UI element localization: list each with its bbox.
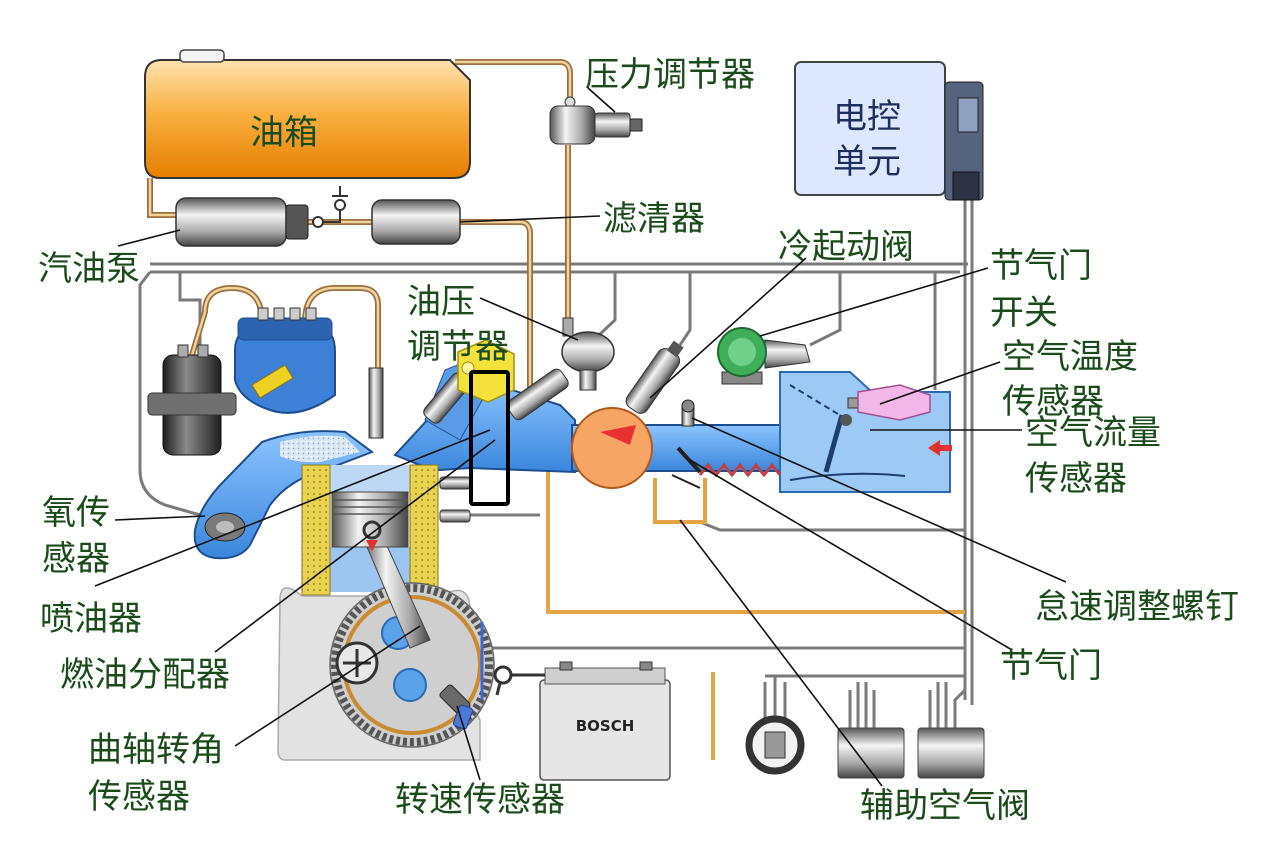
coolant-lines <box>546 425 965 760</box>
oxygen-sensor <box>204 512 246 542</box>
label-oxygen-sensor-line2: 感器 <box>42 539 110 579</box>
fuel-pump <box>175 186 348 247</box>
label-air-temp-sensor-line2: 传感器 <box>1002 382 1104 422</box>
piston <box>331 491 431 649</box>
label-air-flow-sensor-line1: 空气流量 <box>1025 413 1161 453</box>
label-speed-sensor: 转速传感器 <box>395 780 565 820</box>
label-oil-pressure-regulator-line2: 调节器 <box>407 327 509 367</box>
cold-start-valve <box>625 340 684 414</box>
leader-cold-start-valve <box>649 257 807 399</box>
head-sensors <box>439 476 471 523</box>
ignition-coil <box>147 344 237 456</box>
air-inlet-arrow-icon <box>928 440 952 456</box>
battery: BOSCH <box>493 661 671 781</box>
pressure-regulator <box>549 96 643 145</box>
leader-oil-pressure-regulator <box>479 297 579 341</box>
auxiliary-air-valve <box>745 715 805 775</box>
highlight-frame <box>469 370 510 506</box>
ecu-box <box>794 61 984 201</box>
fuel-injector <box>506 368 569 421</box>
oil-pressure-regulator <box>561 317 615 391</box>
bellows-spring <box>698 462 782 478</box>
fuel-filter <box>371 199 461 245</box>
label-fuel-tank: 油箱 <box>250 113 318 153</box>
label-aux-air-valve: 辅助空气阀 <box>860 786 1030 826</box>
air-temp-sensor <box>847 384 931 421</box>
leader-lines <box>94 87 1067 787</box>
label-throttle: 节气门 <box>1000 646 1102 686</box>
intake-plenum-valve <box>571 407 653 489</box>
label-crank-angle-sensor-line1: 曲轴转角 <box>88 730 224 770</box>
leader-oxygen-sensor <box>114 515 206 521</box>
label-ecu-line2: 单元 <box>833 142 901 182</box>
label-oil-pressure-regulator-line1: 油压 <box>407 282 475 322</box>
label-fuel-pump: 汽油泵 <box>38 249 140 289</box>
label-filter: 滤清器 <box>603 199 705 239</box>
leader-fuel-pump <box>117 229 181 247</box>
leader-fuel-distributor <box>214 439 496 653</box>
spark-plug <box>368 367 384 439</box>
ground-icon <box>332 186 348 197</box>
label-injector: 喷油器 <box>40 599 142 639</box>
throttle-plate <box>671 446 702 489</box>
leader-crank-angle-sensor <box>234 625 421 747</box>
label-oxygen-sensor-line1: 氧传 <box>42 493 110 533</box>
label-throttle-switch-line2: 开关 <box>990 293 1058 333</box>
label-cold-start-valve: 冷起动阀 <box>778 227 914 267</box>
leader-pressure-regulator <box>587 87 616 113</box>
leader-filter <box>459 215 601 223</box>
relays <box>837 727 985 779</box>
leader-aux-air-valve <box>679 519 883 787</box>
leader-speed-sensor <box>456 705 481 781</box>
leader-throttle <box>689 459 1013 651</box>
label-ecu-line1: 电控 <box>833 97 901 137</box>
piston-arrow-icon <box>366 540 378 551</box>
idle-screw <box>681 399 695 427</box>
leader-idle-screw <box>691 417 1067 583</box>
label-crank-angle-sensor-line2: 传感器 <box>88 777 190 817</box>
leader-injector <box>94 429 491 587</box>
fuel-tank <box>144 49 471 179</box>
label-air-flow-sensor-line2: 传感器 <box>1025 459 1127 499</box>
battery-brand: BOSCH <box>576 717 635 735</box>
crank-center-icon <box>335 641 379 685</box>
label-pressure-regulator: 压力调节器 <box>585 55 755 95</box>
label-throttle-switch-line1: 节气门 <box>990 246 1092 286</box>
label-air-temp-sensor-line1: 空气温度 <box>1002 337 1138 377</box>
throttle-switch <box>717 327 811 385</box>
label-fuel-distributor: 燃油分配器 <box>60 655 230 695</box>
distributor <box>234 307 336 414</box>
leader-air-temp-sensor <box>879 361 1001 405</box>
label-idle-screw: 怠速调整螺钉 <box>1035 587 1239 627</box>
leader-throttle-switch <box>759 267 989 337</box>
wiring-harness <box>138 195 974 728</box>
